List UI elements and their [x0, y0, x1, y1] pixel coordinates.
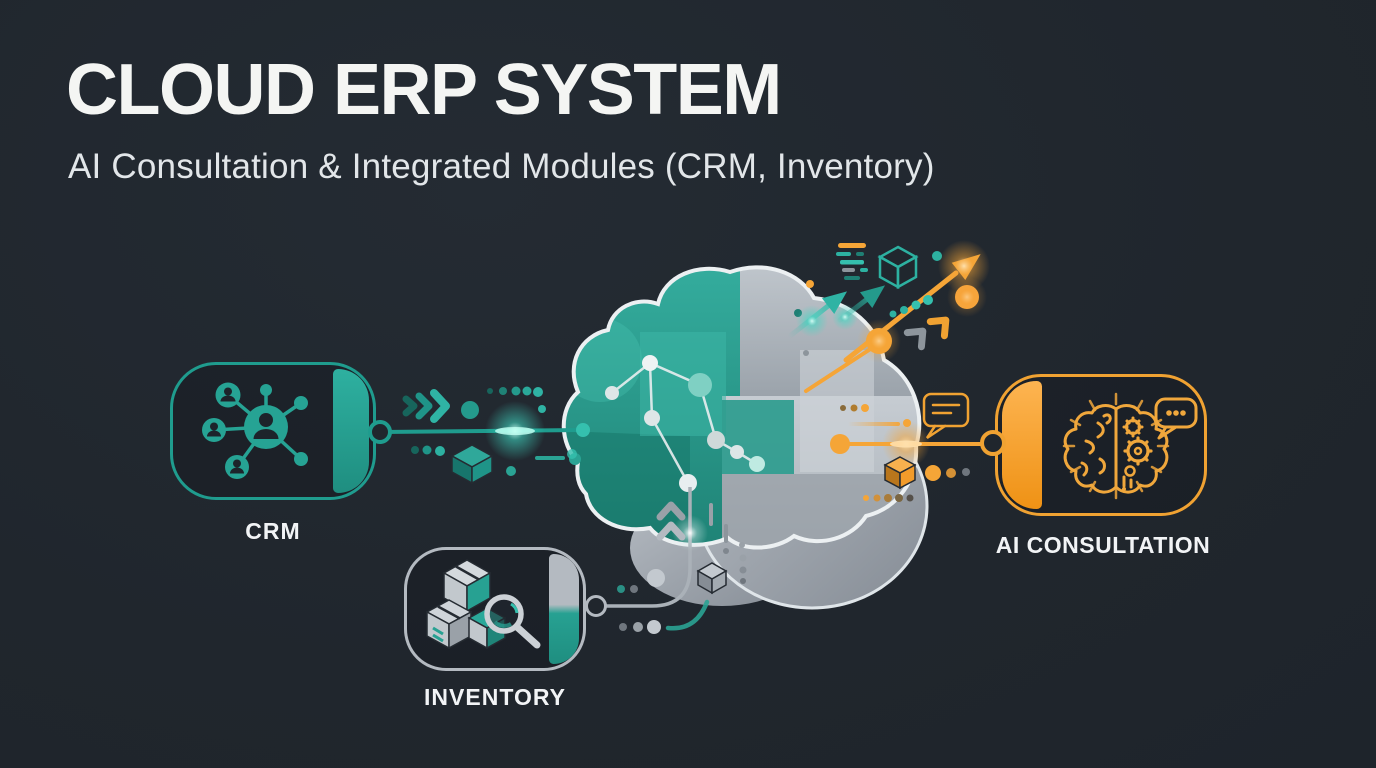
- crm-flow-decorations: [402, 386, 581, 485]
- speech-bubble-icon: [922, 392, 970, 440]
- inventory-node-card: [404, 547, 586, 671]
- ai-consultation-label: AI CONSULTATION: [995, 532, 1211, 558]
- ai-connector-node: [980, 430, 1006, 456]
- dash-ticks: [836, 243, 868, 280]
- connection-crm-to-cloud: [381, 401, 590, 461]
- connection-inventory-to-cloud: [598, 487, 708, 608]
- ai-brain-gears-icon: [1062, 392, 1198, 500]
- crm-customer-network-icon: [202, 382, 308, 479]
- ai-card-accent-fill: [1002, 381, 1042, 509]
- crm-connector-node: [368, 420, 392, 444]
- ai-consultation-node-card: [995, 374, 1207, 516]
- connection-cloud-to-ai: [830, 420, 991, 468]
- chevron-up-right-icons: [903, 316, 950, 351]
- teal-cube-icon: [450, 444, 494, 485]
- inventory-connector-node: [585, 595, 607, 617]
- crm-card-accent-fill: [333, 369, 369, 493]
- page-title: CLOUD ERP SYSTEM: [66, 50, 782, 130]
- inventory-card-accent-fill: [549, 554, 579, 664]
- orange-cube-icon: [883, 456, 917, 490]
- magnifier-glyph: [484, 594, 541, 649]
- chat-bubble-icon: [1154, 397, 1198, 440]
- inventory-flow-decorations: [617, 501, 747, 634]
- page-subtitle: AI Consultation & Integrated Modules (CR…: [68, 147, 935, 186]
- isometric-cloud-network-icon: [561, 265, 929, 610]
- ai-flow-decorations: [840, 392, 970, 502]
- gear-icon: [1122, 416, 1153, 477]
- teal-cube-outline-icon: [877, 245, 919, 290]
- cloud-circuit-nodes: [605, 355, 765, 492]
- crm-node-card: [170, 362, 376, 500]
- teal-arrow-icons: [787, 285, 886, 339]
- growth-arrows-decorations: [787, 240, 990, 393]
- inventory-label: INVENTORY: [424, 684, 566, 710]
- gray-cube-icon: [696, 562, 728, 595]
- orange-pin-line: [804, 319, 901, 393]
- crm-label: CRM: [245, 518, 301, 544]
- inventory-boxes-magnifier-icon: [425, 559, 541, 650]
